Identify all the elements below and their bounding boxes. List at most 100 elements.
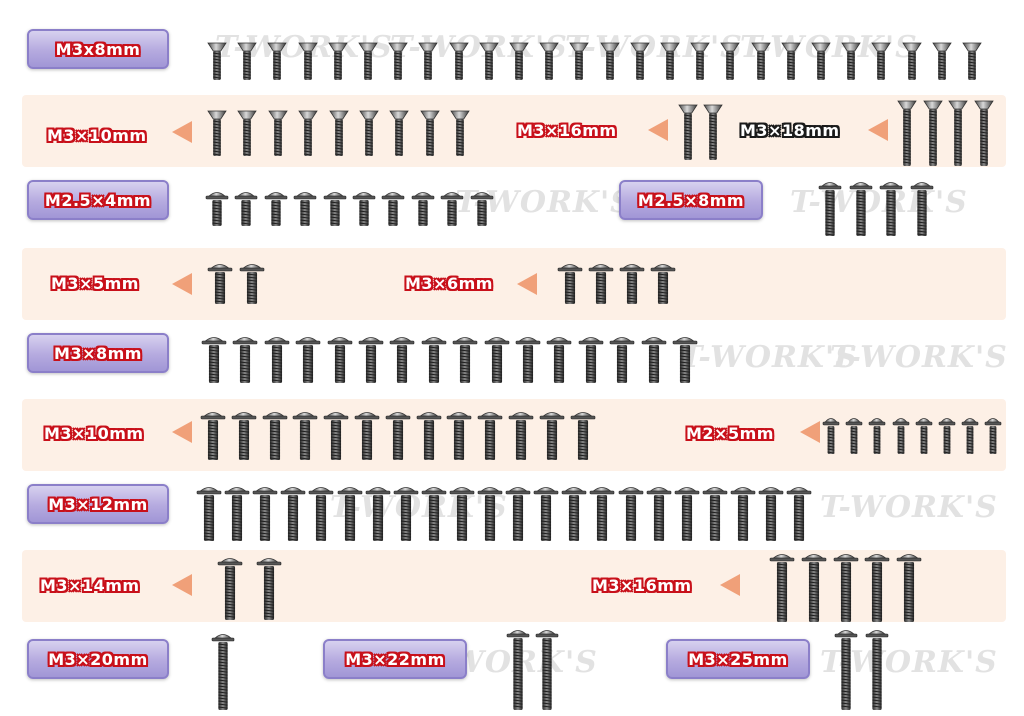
size-label-box: M3×12mm [27,484,169,524]
button-screw-icon [323,192,346,226]
button-screw-icon [421,487,447,541]
countersunk-screw-icon [237,42,257,80]
watermark: T-WORK'S [790,185,968,220]
size-label: M2.5×8mm [637,190,745,210]
button-screw-icon [849,182,872,236]
button-screw-icon [452,337,478,383]
countersunk-screw-icon [660,42,680,80]
button-screw-icon [264,192,288,226]
countersunk-screw-icon [678,104,698,160]
button-screw-icon [354,412,380,460]
countersunk-screw-icon [297,42,318,80]
button-screw-icon [834,630,858,710]
button-screw-icon [447,412,472,460]
button-screw-icon [411,192,435,226]
button-screw-icon [769,554,795,622]
button-screw-icon [845,418,863,454]
button-screw-icon [323,412,349,460]
pointer-arrow-icon [172,574,192,596]
button-screw-icon [393,487,418,541]
button-screw-icon [650,264,676,304]
button-screw-icon [295,337,321,383]
size-label: M3×22mm [345,649,445,669]
countersunk-screw-icon [207,42,227,80]
button-screw-icon [535,630,559,710]
row-band [22,95,1006,167]
button-screw-icon [207,264,233,304]
watermark: T-WORK'S [330,490,508,525]
size-label: M3×14mm [40,576,140,595]
button-screw-icon [365,487,390,541]
button-screw-icon [539,412,565,460]
button-screw-icon [561,487,587,541]
button-screw-icon [262,412,287,460]
countersunk-screw-icon [450,110,470,156]
countersunk-screw-icon [781,42,801,80]
button-screw-icon [256,558,282,620]
button-screw-icon [801,554,827,622]
pointer-arrow-icon [517,273,537,295]
countersunk-screw-icon [922,100,943,166]
button-screw-icon [200,412,226,460]
size-label: M3×16mm [592,576,692,595]
watermark: T-WORK'S [830,340,1008,375]
countersunk-screw-icon [630,42,650,80]
button-screw-icon [533,487,559,541]
button-screw-icon [309,487,334,541]
size-label: M2.5×4mm [44,190,152,210]
countersunk-screw-icon [720,42,741,80]
button-screw-icon [217,558,243,620]
button-screw-icon [938,418,956,454]
countersunk-screw-icon [207,110,227,156]
button-screw-icon [646,487,671,541]
row-band [22,248,1006,320]
button-screw-icon [515,337,541,383]
button-screw-icon [382,192,405,226]
countersunk-screw-icon [599,42,620,80]
countersunk-screw-icon [811,42,831,80]
countersunk-screw-icon [298,110,318,156]
button-screw-icon [196,487,222,541]
countersunk-screw-icon [973,100,994,166]
button-screw-icon [440,192,464,226]
size-label-box: M3×22mm [323,639,467,679]
button-screw-icon [327,337,352,383]
countersunk-screw-icon [359,110,379,156]
button-screw-icon [385,412,411,460]
button-screw-icon [231,412,257,460]
button-screw-icon [416,412,441,460]
button-screw-icon [619,264,645,304]
button-screw-icon [961,418,979,454]
button-screw-icon [618,487,643,541]
button-screw-icon [233,337,258,383]
button-screw-icon [211,634,235,710]
button-screw-icon [224,487,250,541]
button-screw-icon [758,487,784,541]
button-screw-icon [822,418,840,454]
button-screw-icon [352,192,376,226]
countersunk-screw-icon [268,110,288,156]
pointer-arrow-icon [868,119,888,141]
countersunk-screw-icon [418,42,439,80]
button-screw-icon [293,192,317,226]
button-screw-icon [910,182,933,236]
button-screw-icon [252,487,278,541]
button-screw-icon [421,337,447,383]
countersunk-screw-icon [479,42,499,80]
countersunk-screw-icon [358,42,378,80]
button-screw-icon [390,337,415,383]
size-label: M3×6mm [405,274,493,293]
countersunk-screw-icon [267,42,288,80]
size-label-box: M3x8mm [27,29,169,69]
watermark: T-WORK'S [680,340,858,375]
size-label: M3×5mm [51,274,139,293]
countersunk-screw-icon [871,42,892,80]
button-screw-icon [505,487,531,541]
countersunk-screw-icon [448,42,469,80]
button-screw-icon [865,630,889,710]
button-screw-icon [915,418,933,454]
pointer-arrow-icon [648,119,668,141]
button-screw-icon [337,487,362,541]
button-screw-icon [508,412,534,460]
size-label: M3×10mm [44,424,144,443]
